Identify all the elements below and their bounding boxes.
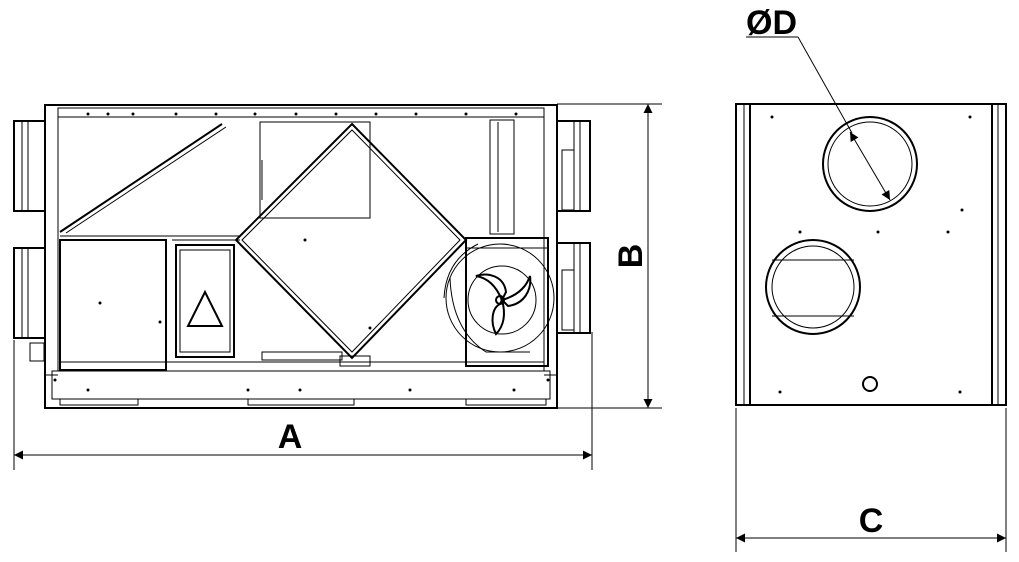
upper-panel [259,121,371,219]
dimension-a-label: A [278,418,303,456]
screws [53,112,550,392]
dimension-d-label: ØD [746,4,797,42]
filter-box [59,235,240,371]
base-rail [51,370,551,400]
right-channel [489,119,515,235]
electrical-box [172,239,240,358]
service-port-icon [862,376,878,392]
side-housing-outline [735,103,1007,406]
dimension-b: B [557,103,662,409]
heat-exchanger [234,122,468,360]
dimension-a: A [13,332,593,470]
fan-blade-icon [475,273,508,303]
front-view [13,104,591,409]
left-spigots [13,120,46,362]
dimension-c-label: C [859,502,884,540]
condensate-drain [29,342,45,362]
right-spigots [556,120,591,334]
housing-outline [44,104,558,409]
upper-duct-collar [822,116,918,212]
warning-triangle-icon [186,289,224,327]
dimension-c: C [735,408,1007,552]
fan-housing [443,237,555,367]
side-screws [770,115,972,394]
lower-duct-collar [765,239,861,335]
dimension-b-label: B [612,244,650,269]
side-view [735,103,1007,406]
bypass-rod [59,123,223,233]
dimension-d: ØD [746,4,891,201]
